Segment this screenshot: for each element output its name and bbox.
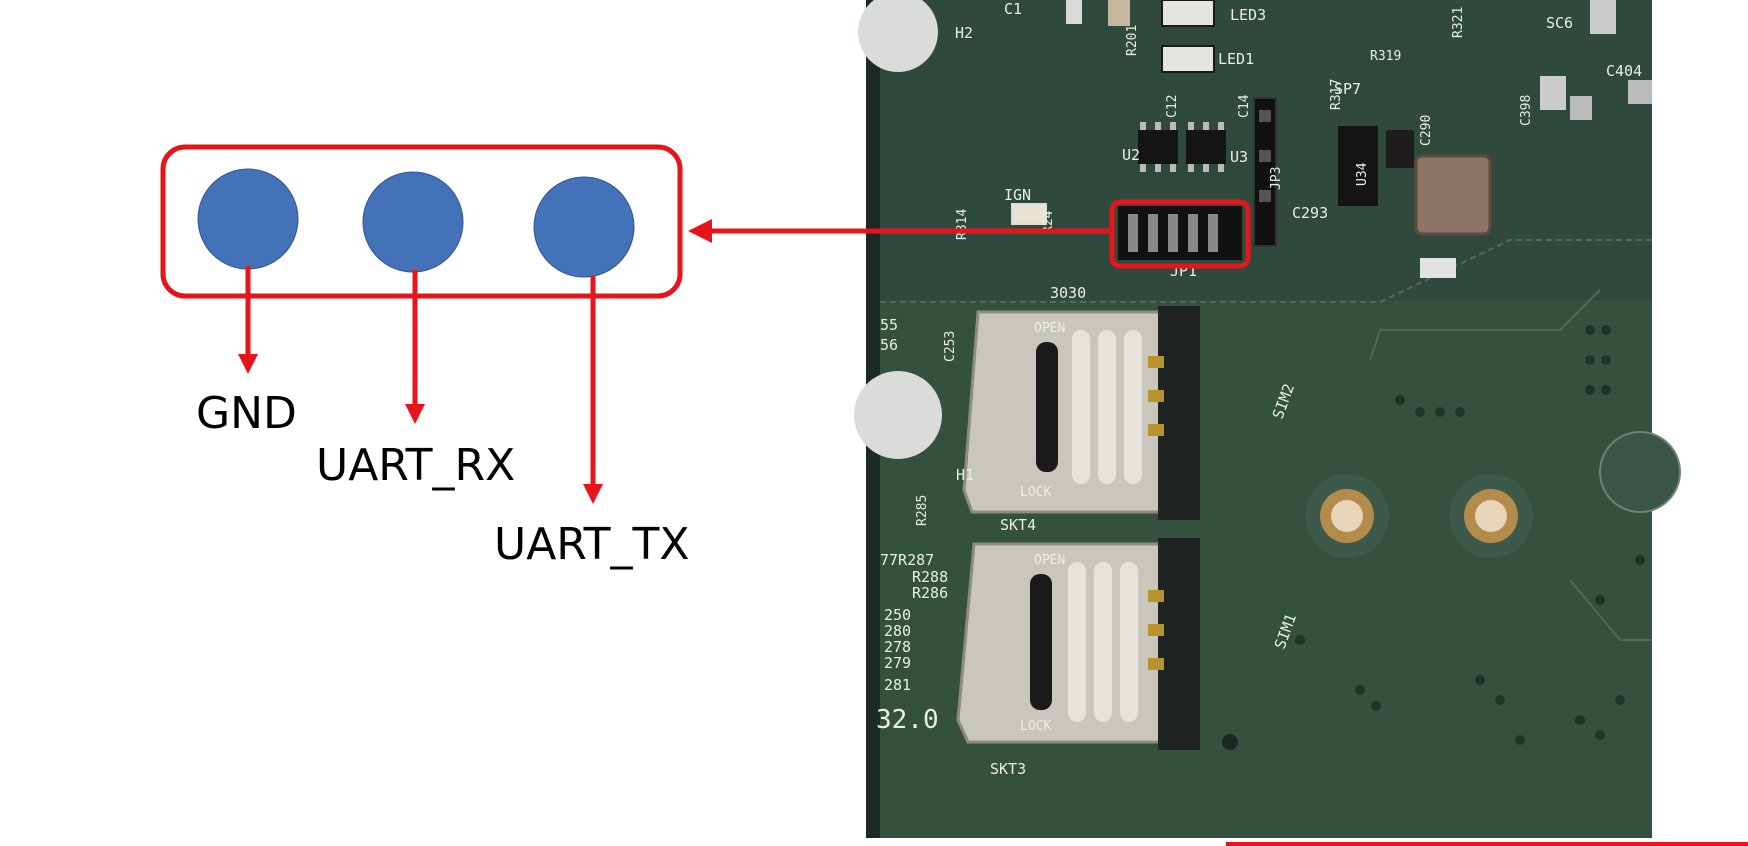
smd-component (1628, 80, 1652, 104)
silk-label: 32.0 (876, 705, 939, 735)
header-jp1 (1118, 206, 1242, 260)
standoff (1475, 500, 1507, 532)
silk-label: 279 (884, 654, 911, 672)
gnd-arrowhead (238, 354, 258, 374)
silk-label: R314 (955, 209, 970, 240)
header-pin (1259, 190, 1271, 202)
silk-label: R201 (1125, 25, 1140, 56)
silk-label: LOCK (1020, 485, 1051, 500)
silk-label: C293 (1292, 204, 1328, 222)
smd-component (1540, 76, 1566, 110)
mounting-hole (858, 0, 938, 72)
led-component (1161, 0, 1215, 27)
silk-label: H1 (956, 466, 974, 484)
standoff (1331, 500, 1363, 532)
silk-label: OPEN (1034, 321, 1065, 336)
inductor (1414, 154, 1492, 236)
smd-component (1420, 258, 1456, 278)
silk-label: R319 (1370, 49, 1401, 64)
silk-label: 77R287 (880, 551, 934, 569)
silk-label: C1 (1004, 0, 1022, 18)
pinout-callout: GND UART_RX UART_TX (160, 144, 690, 570)
callout-arrowhead (688, 219, 712, 243)
silk-label: 55 (880, 316, 898, 334)
header-pin (1259, 150, 1271, 162)
sim-socket-skt3 (956, 538, 1200, 750)
silk-label: SKT4 (1000, 516, 1036, 534)
pin-uart-tx-dot (533, 176, 635, 278)
silk-label: OPEN (1034, 553, 1065, 568)
pin-header-outline (160, 144, 683, 299)
pin-label-uart-tx: UART_TX (494, 519, 690, 570)
silk-label: SKT3 (990, 760, 1026, 778)
silk-label: R288 (912, 568, 948, 586)
chip-u3 (1186, 122, 1226, 172)
silk-label: R285 (915, 495, 930, 526)
capacitor-component (1386, 130, 1414, 168)
uart-tx-arrowhead (583, 484, 603, 504)
silk-label: 56 (880, 336, 898, 354)
pcb-photo: H2 C1 LED3 LED1 U2 U3 IGN JP1 SP7 C293 S… (854, 0, 1681, 838)
silk-label: C253 (943, 331, 958, 362)
mounting-hole (854, 371, 942, 459)
pin-label-uart-rx: UART_RX (316, 440, 515, 491)
silk-label: U34 (1355, 162, 1370, 186)
header-pin (1259, 110, 1271, 122)
silk-label: R286 (912, 584, 948, 602)
silk-label: LOCK (1020, 719, 1051, 734)
silk-label: 278 (884, 638, 911, 656)
silk-label: 250 (884, 606, 911, 624)
mounting-hole-right (1599, 431, 1681, 513)
chip-u34 (1338, 126, 1378, 206)
silk-label: LED3 (1230, 6, 1266, 24)
silk-label: C398 (1519, 95, 1534, 126)
silk-label: U3 (1230, 148, 1248, 166)
silk-label: 3030 (1050, 284, 1086, 302)
silk-label: IGN (1004, 186, 1031, 204)
silk-label: R321 (1451, 7, 1466, 38)
silk-label: U2 (1122, 146, 1140, 164)
capacitor-component (1108, 0, 1130, 26)
smd-component (1590, 0, 1616, 34)
silk-label: LED1 (1218, 50, 1254, 68)
uart-rx-arrowhead (405, 404, 425, 424)
sim-socket-skt4 (962, 306, 1200, 520)
silk-label: C404 (1606, 62, 1642, 80)
silk-label: SP7 (1334, 80, 1361, 98)
pin-label-gnd: GND (196, 388, 297, 439)
silk-label: C14 (1237, 94, 1252, 118)
pin-gnd-dot (197, 168, 299, 270)
silk-label: SC6 (1546, 14, 1573, 32)
silk-label: JP3 (1269, 167, 1284, 190)
chip-u2 (1138, 122, 1178, 172)
silk-label: 280 (884, 622, 911, 640)
silk-label: H2 (955, 24, 973, 42)
jp1-highlight-box (1109, 199, 1251, 269)
smd-component (1570, 96, 1592, 120)
silk-label: R24 (1041, 210, 1056, 234)
silk-label: 281 (884, 676, 911, 694)
pin-uart-rx-dot (362, 171, 464, 273)
smd-component (1066, 0, 1082, 24)
via-cluster (1222, 325, 1645, 750)
silk-label: C290 (1419, 115, 1434, 146)
pcb-trace-line (1569, 579, 1652, 641)
silk-label: R317 (1329, 79, 1344, 110)
ign-led (1011, 203, 1047, 225)
led-component (1161, 45, 1215, 73)
header-jp3 (1253, 97, 1277, 247)
pcb-trace-line (1369, 289, 1601, 361)
silk-label: C12 (1165, 95, 1180, 118)
